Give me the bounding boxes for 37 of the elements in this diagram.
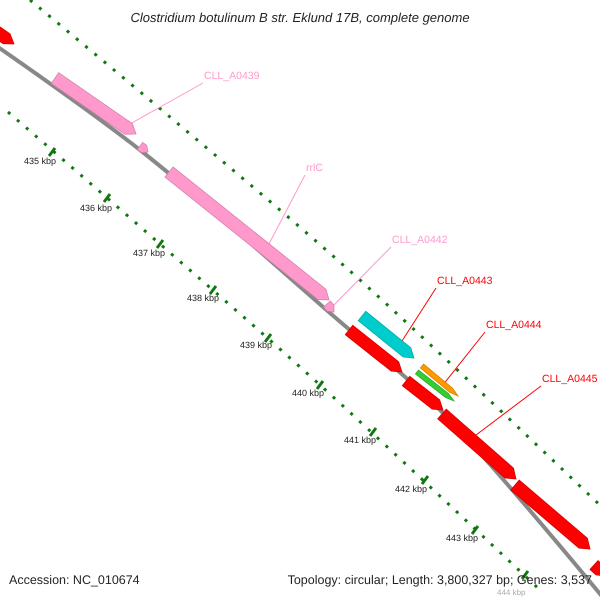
gene-label: CLL_A0439 [204,70,260,83]
scale-label: 435 kbp [24,157,56,167]
gene-label: CLL_A0444 [486,319,542,332]
gene-feature [0,24,15,44]
gene-label: CLL_A0443 [437,275,492,288]
scale-label: 443 kbp [446,534,478,544]
scale-label: 436 kbp [80,204,112,214]
gene-feature [402,376,444,410]
gene-feature [510,480,591,550]
leader-line [268,174,306,244]
gene-label: rrlC [306,162,323,175]
gene-feature [136,142,148,154]
gene-label: CLL_A0445 [542,373,598,386]
gene-feature [50,72,137,135]
leader-line [444,332,486,383]
gene-feature [414,369,456,402]
scale-label: 442 kbp [395,485,428,495]
gene-feature [420,364,460,397]
leader-line [131,82,204,124]
footer-text: Accession: NC_010674 [9,574,140,586]
leader-line [402,288,436,342]
gene-feature [344,324,403,372]
scale-label: 441 kbp [344,436,376,446]
gene-feature [437,408,517,480]
gene-label: CLL_A0442 [392,234,448,247]
title: Clostridium botulinum B str. Eklund 17B, complete genome [129,10,471,26]
gene-feature [323,300,334,312]
leader-line [475,386,542,436]
scale-label: 437 kbp [133,249,166,259]
scale-label: 444 kbp [497,589,526,598]
footer-text: Topology: circular; Length: 3,800,327 bp; Genes: 3,537 [288,574,592,586]
scale-label: 440 kbp [292,389,324,399]
scale-label: 438 kbp [187,294,220,304]
scale-label: 439 kbp [240,341,272,351]
gene-feature [358,310,415,358]
leader-line [333,246,392,306]
gene-feature [589,560,600,576]
